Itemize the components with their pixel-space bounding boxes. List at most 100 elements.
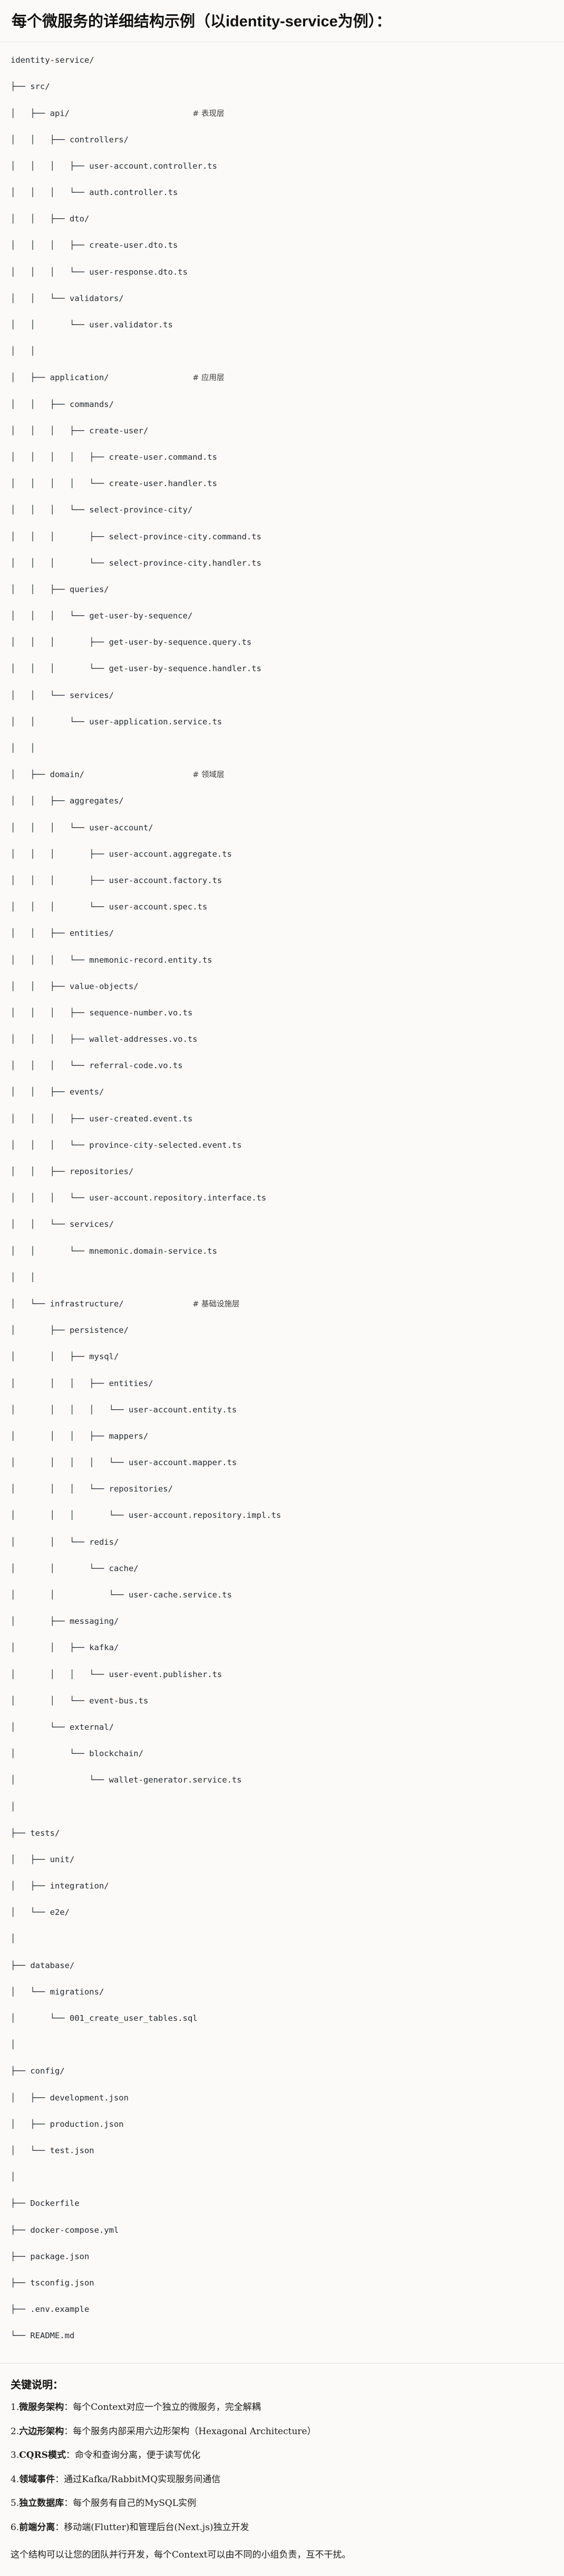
key-note-separator: ： (64, 2426, 73, 2437)
tree-node-label: │ │ │ │ └── user-account.mapper.ts (11, 1458, 237, 1468)
tree-row: │ │ ├── controllers/ (11, 133, 553, 147)
tree-row: │ │ │ └── user-account/ (11, 821, 553, 835)
tree-node-label: │ │ │ └── user-account/ (11, 822, 153, 832)
tree-node-label: │ │ ├── aggregates/ (11, 796, 124, 806)
tree-row: ├── .env.example (11, 2303, 553, 2316)
tree-row: │ │ │ └── repositories/ (11, 1483, 553, 1496)
closing-paragraph: 这个结构可以让您的团队并行开发，每个Context可以由不同的小组负责，互不干扰… (11, 2550, 351, 2561)
tree-row: │ └── migrations/ (11, 1986, 553, 1999)
tree-node-label: │ │ (11, 346, 35, 356)
tree-node-label: │ │ ├── controllers/ (11, 134, 129, 144)
tree-row: │ │ ├── queries/ (11, 583, 553, 596)
tree-node-label: │ │ │ ├── create-user.dto.ts (11, 240, 178, 250)
tree-row: │ │ │ └── user-response.dto.ts (11, 266, 553, 279)
tree-row: │ │ │ ├── user-created.event.ts (11, 1112, 553, 1126)
tree-node-label: │ ├── production.json (11, 2119, 124, 2129)
tree-node-label: │ │ │ ├── entities/ (11, 1378, 153, 1388)
tree-node-label: │ ├── integration/ (11, 1881, 109, 1891)
key-note-number: 6. (11, 2522, 20, 2533)
tree-node-label: ├── tests/ (11, 1828, 60, 1838)
tree-comment-gap (109, 373, 193, 382)
key-note-item: 6.前端分离：移动端(Flutter)和管理后台(Next.js)独立开发 (11, 2521, 553, 2535)
key-note-item: 5.独立数据库：每个服务有自己的MySQL实例 (11, 2497, 553, 2511)
key-note-term: 六边形架构 (19, 2426, 64, 2437)
key-note-body: 通过Kafka/RabbitMQ实现服务间通信 (64, 2474, 221, 2485)
tree-node-label: │ └── 001_create_user_tables.sql (11, 2013, 198, 2023)
tree-layer-comment: # 基础设施层 (192, 1300, 240, 1309)
tree-row: │ (11, 1932, 553, 1945)
tree-layer-comment: # 表现层 (192, 109, 225, 118)
key-note-body: 每个服务有自己的MySQL实例 (73, 2498, 197, 2509)
tree-row: │ │ └── validators/ (11, 292, 553, 305)
tree-node-label: │ │ └── services/ (11, 1219, 114, 1229)
tree-node-label: ├── Dockerfile (11, 2199, 80, 2209)
tree-node-label: ├── config/ (11, 2066, 65, 2076)
tree-row: │ │ └── event-bus.ts (11, 1694, 553, 1708)
tree-node-label: │ │ │ └── repositories/ (11, 1484, 173, 1494)
tree-node-label: │ ├── application/ (11, 373, 109, 383)
tree-row: identity-service/ (11, 54, 553, 67)
tree-node-label: │ │ ├── value-objects/ (11, 981, 139, 991)
tree-row: │ │ │ └── user-event.publisher.ts (11, 1668, 553, 1681)
tree-row: │ │ (11, 742, 553, 755)
tree-row: │ │ ├── aggregates/ (11, 795, 553, 808)
tree-node-label: │ ├── development.json (11, 2093, 129, 2103)
tree-node-label: │ │ └── validators/ (11, 293, 124, 303)
key-note-term: 微服务架构 (19, 2402, 64, 2413)
tree-node-label: └── README.md (11, 2331, 75, 2341)
key-note-body: 命令和查询分离，便于读写优化 (74, 2450, 200, 2461)
tree-node-label: │ │ │ ├── user-account.aggregate.ts (11, 849, 232, 859)
tree-row: ├── config/ (11, 2065, 553, 2078)
tree-node-label: │ ├── messaging/ (11, 1616, 119, 1626)
tree-row: ├── package.json (11, 2250, 553, 2263)
tree-row: │ └── 001_create_user_tables.sql (11, 2012, 553, 2025)
tree-node-label: │ │ │ ├── wallet-addresses.vo.ts (11, 1034, 198, 1044)
tree-node-label: │ │ │ └── mnemonic-record.entity.ts (11, 955, 212, 965)
tree-row: ├── database/ (11, 1959, 553, 1972)
tree-node-label: │ │ │ └── user-event.publisher.ts (11, 1669, 222, 1679)
tree-node-label: │ (11, 2040, 16, 2050)
key-note-body: 移动端(Flutter)和管理后台(Next.js)独立开发 (64, 2522, 249, 2533)
tree-row: │ │ ├── repositories/ (11, 1165, 553, 1178)
tree-row: │ │ │ └── mnemonic-record.entity.ts (11, 954, 553, 967)
tree-row: │ │ └── user.validator.ts (11, 318, 553, 332)
tree-row: │ │ │ ├── wallet-addresses.vo.ts (11, 1033, 553, 1046)
tree-row: │ │ │ └── user-account.repository.interf… (11, 1192, 553, 1205)
key-note-term: 独立数据库 (19, 2498, 64, 2509)
tree-row: │ └── infrastructure/ # 基础设施层 (11, 1297, 553, 1311)
tree-row: │ │ └── user-application.service.ts (11, 715, 553, 729)
tree-row: │ │ ├── entities/ (11, 927, 553, 940)
tree-node-label: │ │ │ │ └── create-user.handler.ts (11, 479, 217, 489)
tree-row: │ │ (11, 345, 553, 358)
tree-node-label: │ │ │ └── user-account.repository.impl.t… (11, 1510, 281, 1521)
tree-node-label: │ └── e2e/ (11, 1907, 70, 1918)
tree-row: │ │ ├── dto/ (11, 212, 553, 226)
tree-row: │ │ │ ├── get-user-by-sequence.query.ts (11, 636, 553, 649)
tree-row: │ │ │ └── select-province-city.handler.t… (11, 557, 553, 570)
tree-row: │ │ │ └── get-user-by-sequence/ (11, 609, 553, 623)
key-notes-title: 关键说明： (11, 2378, 63, 2391)
tree-node-label: │ │ (11, 1272, 35, 1282)
tree-node-label: ├── tsconfig.json (11, 2278, 94, 2288)
tree-row: │ │ │ │ └── create-user.handler.ts (11, 477, 553, 490)
tree-row: │ │ └── cache/ (11, 1562, 553, 1575)
tree-node-label: │ │ └── event-bus.ts (11, 1696, 149, 1706)
key-note-separator: ： (64, 2498, 73, 2509)
tree-node-label: │ │ │ └── user-account.spec.ts (11, 902, 208, 912)
tree-node-label: │ (11, 1802, 16, 1812)
tree-node-label: │ │ │ ├── mappers/ (11, 1431, 149, 1441)
tree-row: ├── Dockerfile (11, 2197, 553, 2210)
tree-row: │ │ ├── value-objects/ (11, 980, 553, 993)
tree-node-label: │ │ │ └── user-response.dto.ts (11, 267, 188, 277)
tree-node-label: │ │ ├── queries/ (11, 584, 109, 594)
tree-node-label: │ │ │ └── get-user-by-sequence.handler.t… (11, 664, 261, 674)
tree-node-label: │ (11, 1934, 16, 1944)
tree-node-label: ├── src/ (11, 82, 50, 92)
tree-row: │ │ │ └── user-account.spec.ts (11, 900, 553, 914)
tree-node-label: │ │ │ ├── select-province-city.command.t… (11, 531, 261, 541)
directory-tree: identity-service/ ├── src/ │ ├── api/ # … (11, 54, 553, 2356)
tree-row: ├── tsconfig.json (11, 2277, 553, 2290)
tree-row: │ │ └── services/ (11, 1218, 553, 1231)
tree-node-label: │ └── infrastructure/ (11, 1299, 124, 1309)
